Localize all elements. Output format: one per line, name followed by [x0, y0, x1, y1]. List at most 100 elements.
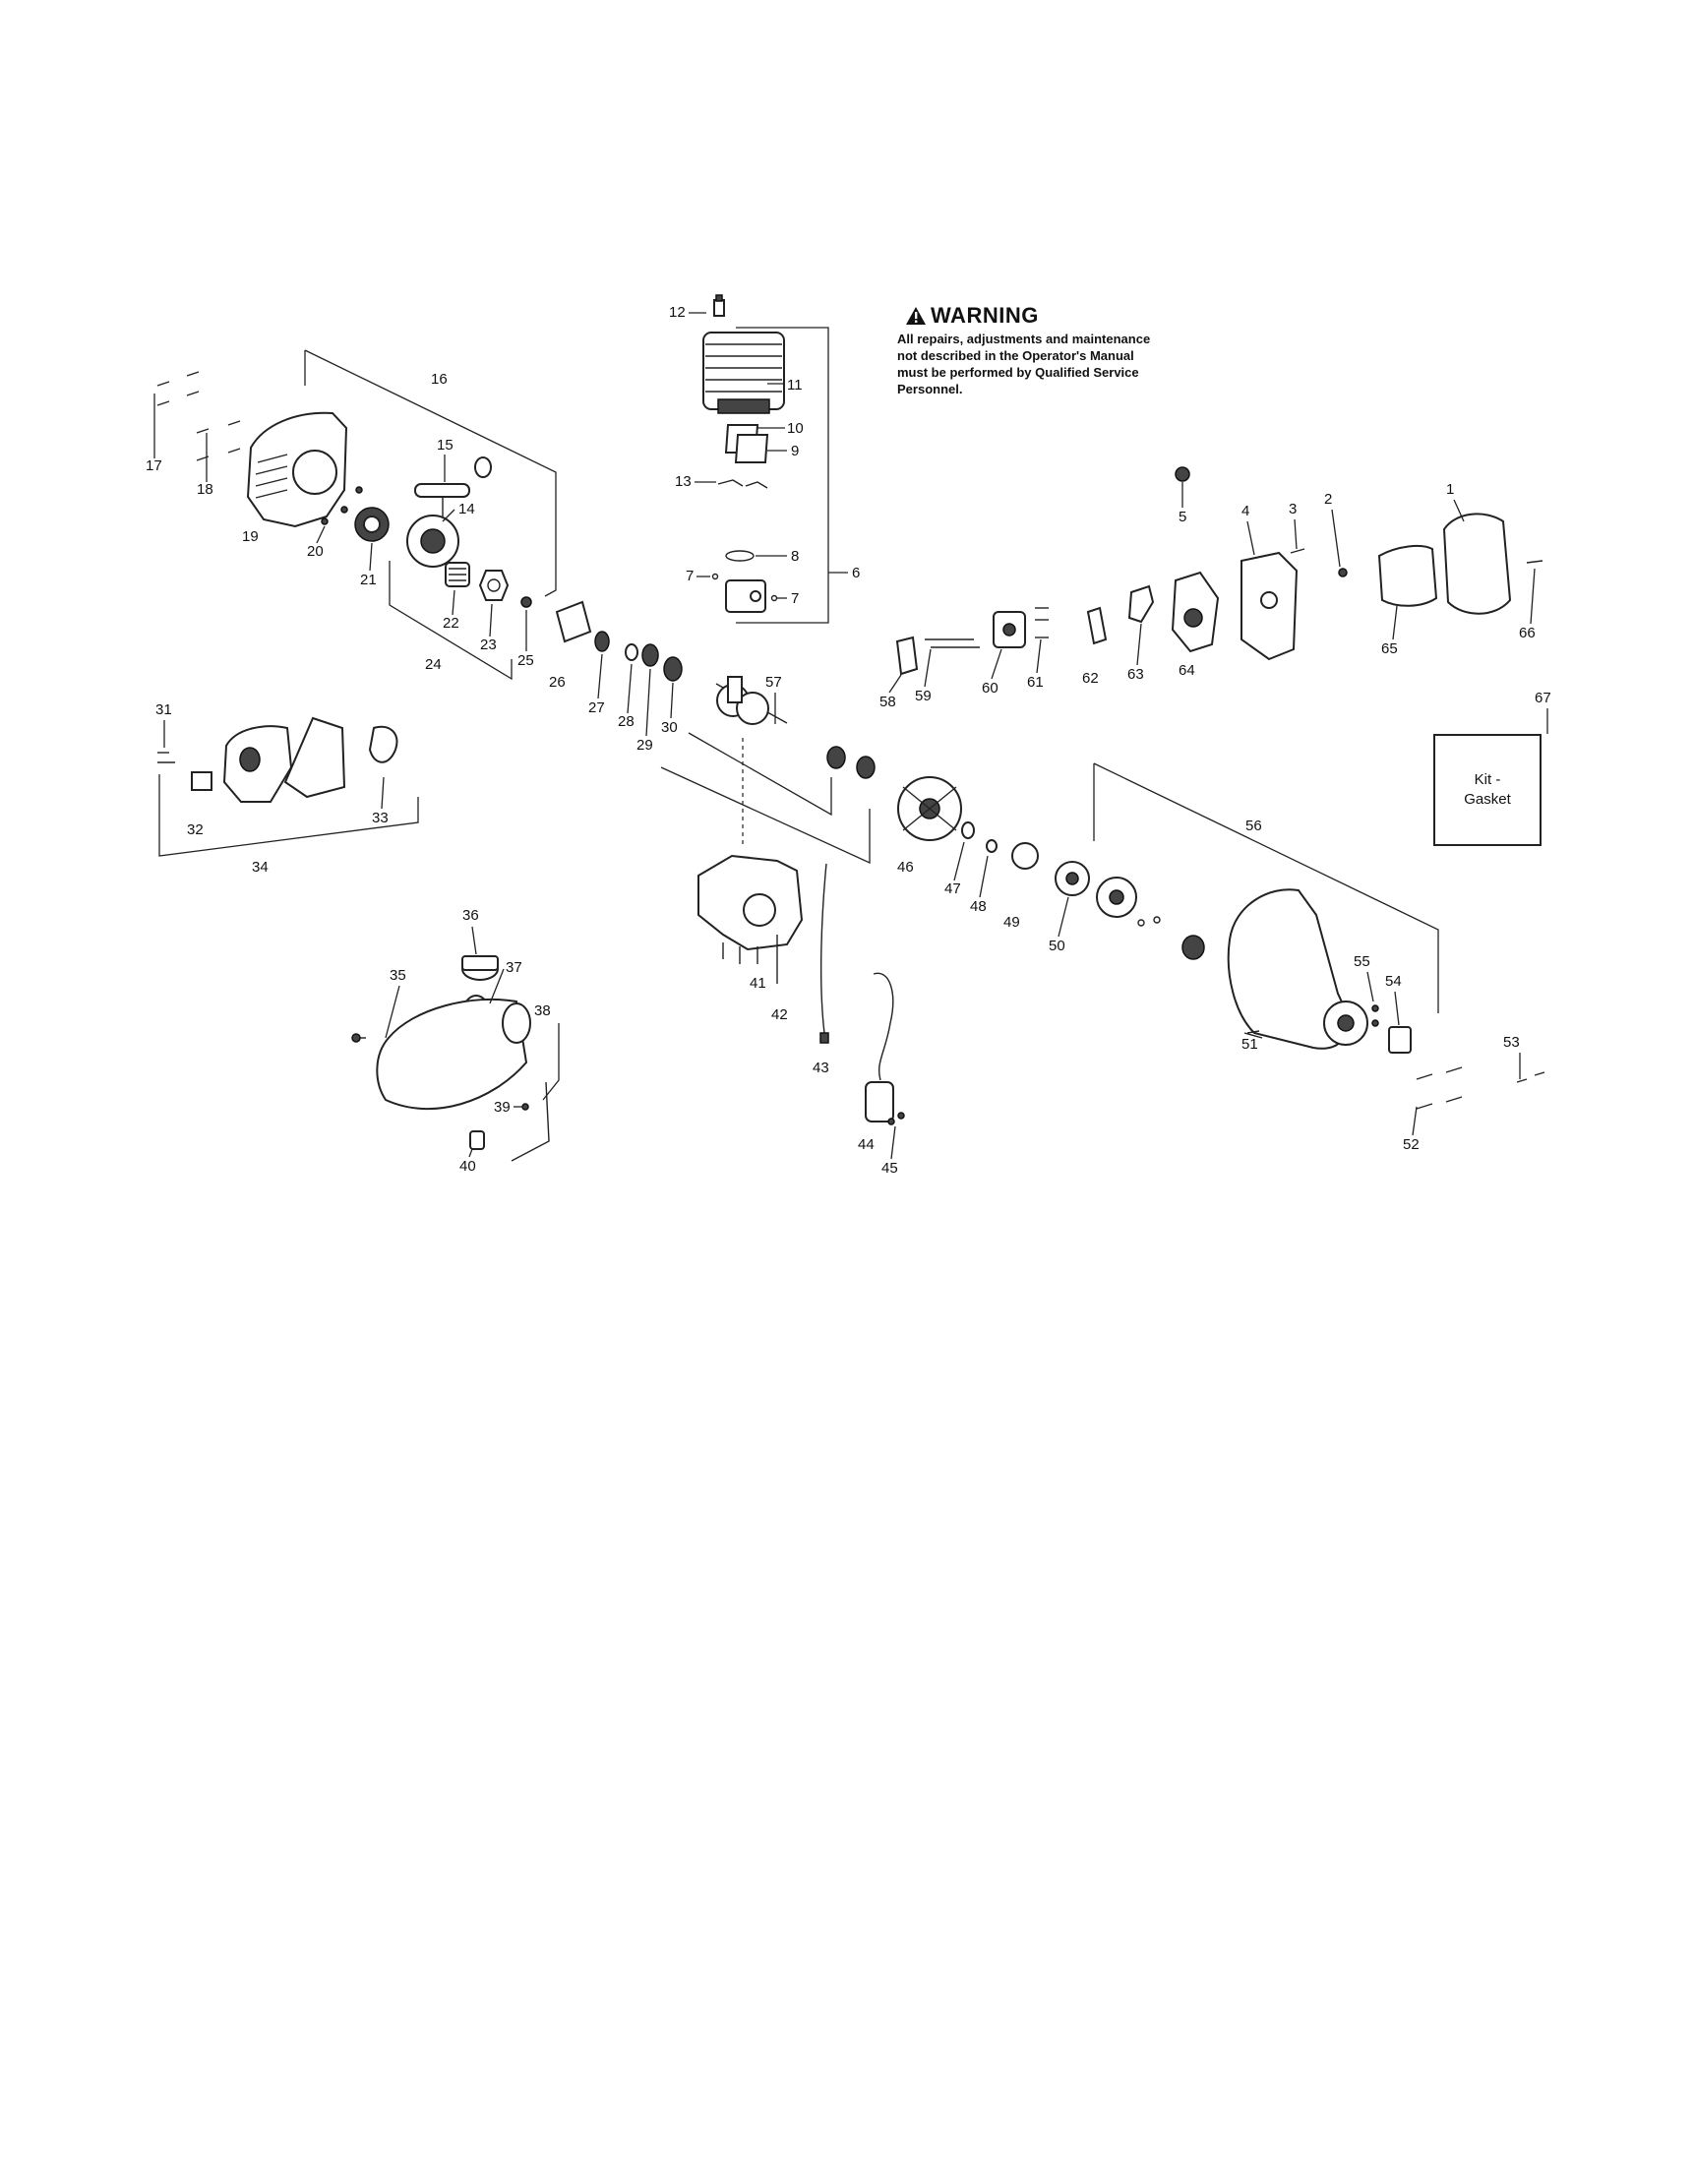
callout-56: 56 [1245, 818, 1262, 834]
callout-2: 2 [1324, 491, 1332, 508]
callout-54: 54 [1385, 973, 1402, 990]
washer-47 [961, 821, 975, 839]
callout-53: 53 [1503, 1034, 1520, 1051]
callout-22: 22 [443, 615, 459, 632]
fuel-tank-group [351, 955, 550, 1162]
screw-25 [520, 596, 532, 608]
callout-labels: 12 11 10 9 13 8 7 7 6 16 15 14 17 18 19 … [146, 304, 1551, 1177]
clips-13 [717, 479, 768, 489]
gasket-62 [1086, 606, 1108, 645]
starter-housing-19 [246, 411, 348, 528]
warning-notice: WARNING All repairs, adjustments and mai… [897, 303, 1163, 397]
starter-pulley [406, 515, 459, 568]
gasket-58 [895, 636, 919, 676]
callout-43: 43 [813, 1060, 829, 1076]
callout-31: 31 [155, 701, 172, 718]
callout-41: 41 [750, 975, 766, 992]
callout-7b: 7 [791, 590, 799, 607]
callout-16: 16 [431, 371, 448, 388]
callout-23: 23 [480, 637, 497, 653]
callout-55: 55 [1354, 953, 1370, 970]
cylinder-11 [702, 332, 785, 414]
clutch-assembly [1096, 877, 1205, 960]
nut-48 [986, 839, 998, 853]
callout-58: 58 [879, 694, 896, 710]
callout-35: 35 [390, 967, 406, 984]
callout-28: 28 [618, 713, 635, 730]
callout-39: 39 [494, 1099, 511, 1116]
plate-49 [1011, 842, 1039, 870]
air-box-64 [1171, 571, 1220, 653]
air-filter-base-4 [1240, 551, 1299, 661]
piston-ring-8 [725, 550, 755, 562]
callout-14: 14 [458, 501, 475, 517]
bolts-59 [925, 638, 980, 648]
callout-4: 4 [1241, 503, 1249, 519]
callout-15: 15 [437, 437, 454, 454]
callout-32: 32 [187, 821, 204, 838]
callout-36: 36 [462, 907, 479, 924]
callout-21: 21 [360, 572, 377, 588]
filter-65 [1377, 544, 1438, 607]
callout-38: 38 [534, 1002, 551, 1019]
hardware-51-55 [1243, 1004, 1545, 1110]
kit-label-line1: Kit - [1474, 771, 1501, 788]
callout-30: 30 [661, 719, 678, 736]
carburetor-60 [993, 611, 1026, 648]
callout-50: 50 [1049, 938, 1065, 954]
seal-crank-b [856, 756, 876, 779]
callout-51: 51 [1241, 1036, 1258, 1053]
callout-67: 67 [1535, 690, 1551, 706]
seal-27 [594, 631, 610, 652]
callout-63: 63 [1127, 666, 1144, 683]
callout-3: 3 [1289, 501, 1297, 517]
callout-47: 47 [944, 880, 961, 897]
group-brackets [158, 327, 1548, 1101]
bearing-30 [663, 656, 683, 682]
callout-25: 25 [517, 652, 534, 669]
callout-19: 19 [242, 528, 259, 545]
callout-17: 17 [146, 457, 162, 474]
screw-66 [1526, 560, 1543, 564]
flywheel-46 [897, 776, 962, 841]
drive-housing-56 [1227, 888, 1368, 1050]
callout-42: 42 [771, 1006, 788, 1023]
callout-61: 61 [1027, 674, 1044, 691]
callout-33: 33 [372, 810, 389, 826]
callout-44: 44 [858, 1136, 875, 1153]
callout-66: 66 [1519, 625, 1536, 641]
callout-59: 59 [915, 688, 932, 704]
screw-2 [1338, 568, 1348, 577]
washer-28 [625, 643, 638, 661]
callout-37: 37 [506, 959, 522, 976]
callout-11: 11 [787, 377, 803, 394]
warning-text: All repairs, adjustments and maintenance… [897, 332, 1151, 396]
ignition-wire-43 [819, 863, 829, 1044]
knob-5 [1175, 466, 1190, 482]
callout-45: 45 [881, 1160, 898, 1177]
ignition-coil-44 [865, 972, 905, 1125]
callout-60: 60 [982, 680, 998, 697]
callout-26: 26 [549, 674, 566, 691]
elbow-63 [1127, 584, 1155, 624]
callout-24: 24 [425, 656, 442, 673]
callout-65: 65 [1381, 640, 1398, 657]
nut-small [474, 456, 492, 478]
callout-13: 13 [675, 473, 692, 490]
clutch-50 [1055, 861, 1090, 896]
callout-64: 64 [1179, 662, 1195, 679]
screws-17-18 [156, 371, 241, 461]
piston [711, 573, 778, 613]
spark-plug-12 [713, 294, 725, 317]
seal-21 [354, 507, 390, 542]
gasket-9 [734, 434, 769, 463]
callout-62: 62 [1082, 670, 1099, 687]
callout-5: 5 [1179, 509, 1186, 525]
kit-gasket-box: Kit - Gasket [1433, 734, 1542, 846]
callout-29: 29 [636, 737, 653, 754]
kit-label-line2: Gasket [1464, 791, 1511, 808]
callout-7a: 7 [686, 568, 694, 584]
callout-34: 34 [252, 859, 269, 876]
callout-9: 9 [791, 443, 799, 459]
nut-23 [478, 570, 510, 601]
